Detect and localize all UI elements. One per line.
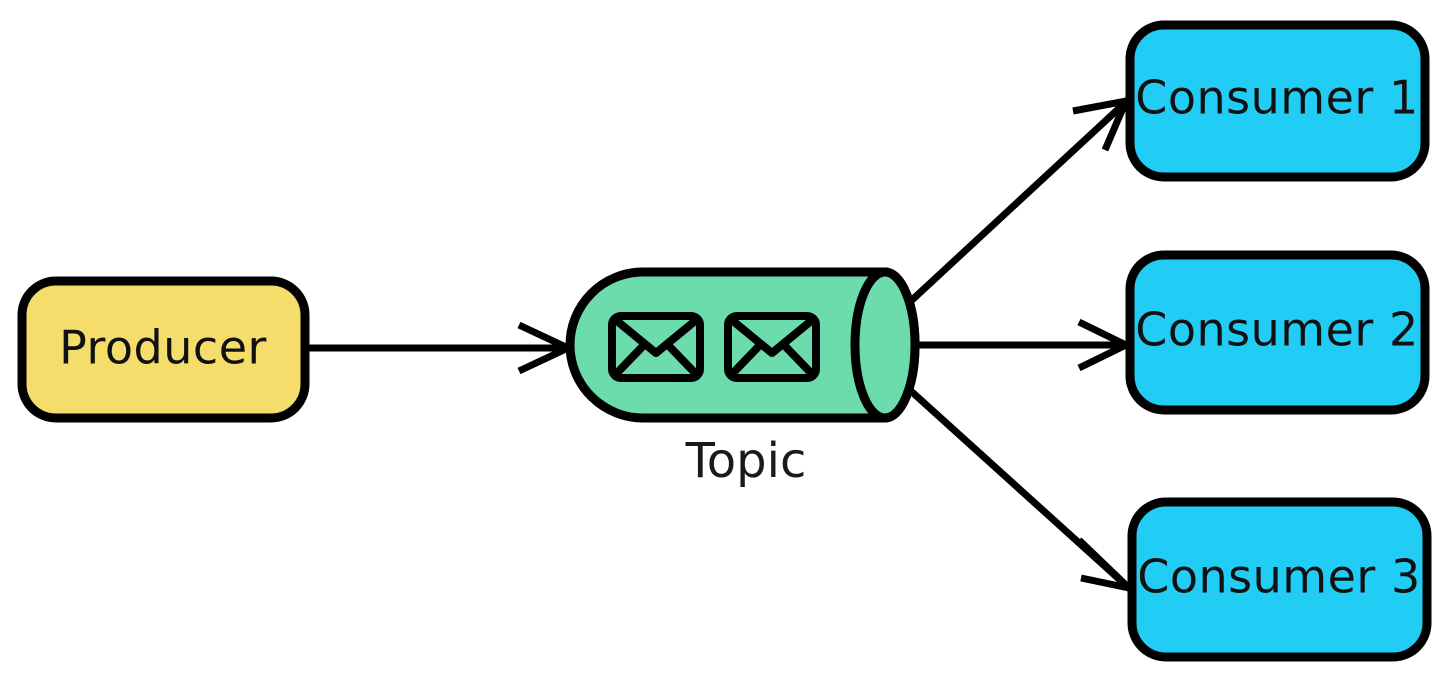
node-consumer-1[interactable]: Consumer 1 [1125, 20, 1430, 182]
envelope-icon-body-2 [724, 312, 820, 382]
edge-topic-to-consumer-3 [908, 388, 1141, 594]
arrowhead-topic-consumer-3 [1076, 537, 1141, 594]
envelope-icon-fold-left-2 [729, 342, 763, 377]
envelope-icon [724, 312, 820, 382]
envelope-icon-flap-1 [613, 317, 699, 357]
topic-label: Topic [685, 433, 807, 489]
edge-topic-to-consumer-1 [908, 96, 1132, 304]
topic-cylinder-cap [850, 267, 920, 423]
edge-producer-to-topic [301, 321, 577, 375]
consumer-3-label: Consumer 3 [1137, 550, 1420, 604]
envelope-icon-fold-left-1 [613, 342, 647, 377]
node-topic[interactable]: Topic [565, 267, 920, 489]
envelope-icon-fold-right-2 [781, 342, 815, 377]
edge-topic-to-consumer-2 [912, 318, 1134, 372]
consumer-2-label: Consumer 2 [1135, 303, 1418, 357]
envelope-icon-flap-2 [729, 317, 815, 357]
envelope-icon-fold-right-1 [665, 342, 699, 377]
edge-line-topic-consumer-1 [908, 96, 1132, 304]
node-consumer-3[interactable]: Consumer 3 [1127, 497, 1432, 662]
producer-label: Producer [59, 321, 267, 375]
node-consumer-2[interactable]: Consumer 2 [1125, 250, 1430, 415]
node-producer[interactable]: Producer [17, 276, 310, 423]
consumer-2-box[interactable] [1125, 250, 1430, 415]
consumer-1-box[interactable] [1125, 20, 1430, 182]
consumer-1-label: Consumer 1 [1135, 71, 1418, 125]
envelope-icon-body-1 [608, 312, 704, 382]
envelope-icon [608, 312, 704, 382]
producer-box[interactable] [17, 276, 310, 423]
consumer-3-box[interactable] [1127, 497, 1432, 662]
